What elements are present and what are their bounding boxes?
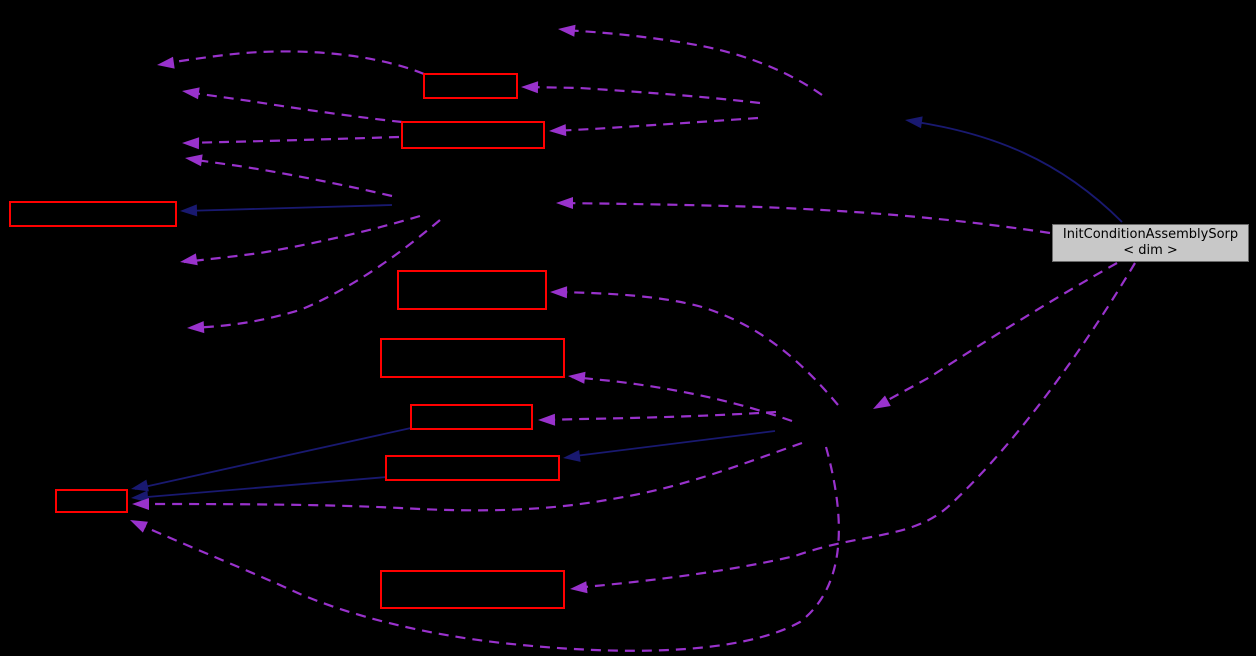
- arrowhead-usage-17: [568, 371, 586, 384]
- edge-inheritance-4: [134, 476, 388, 499]
- node-box-5[interactable]: [380, 338, 565, 378]
- node-box-6[interactable]: [410, 404, 533, 430]
- edge-usage-16: [553, 290, 839, 406]
- arrowhead-usage-18: [538, 413, 556, 426]
- edge-usage-14: [552, 116, 759, 133]
- main-node-label-line2: < dim >: [1123, 243, 1178, 258]
- arrowhead-usage-9: [180, 253, 198, 266]
- arrowhead-inheritance-3: [131, 479, 149, 492]
- edge-usage-9: [183, 214, 421, 264]
- node-init-condition-assembly-sorp: InitConditionAssemblySorp < dim >: [1052, 224, 1249, 262]
- arrowhead-usage-5: [157, 56, 175, 69]
- edge-usage-17: [571, 375, 793, 423]
- edge-usage-20: [573, 262, 1136, 590]
- arrowhead-inheritance-4: [131, 490, 149, 503]
- arrowhead-inheritance-0: [180, 204, 198, 217]
- arrowhead-usage-6: [182, 87, 200, 100]
- arrowhead-usage-7: [182, 137, 200, 150]
- edge-inheritance-1: [909, 120, 1123, 223]
- arrowhead-usage-10: [187, 321, 205, 334]
- edge-usage-21: [133, 446, 840, 652]
- arrowhead-inheritance-1: [905, 116, 923, 129]
- arrowhead-usage-13: [521, 81, 539, 94]
- edge-usage-13: [524, 85, 761, 105]
- node-box-3[interactable]: [9, 201, 177, 227]
- edge-usage-15: [876, 262, 1118, 407]
- edge-usage-11: [559, 201, 1051, 235]
- node-box-9[interactable]: [380, 570, 565, 609]
- edge-usage-18: [541, 410, 777, 422]
- arrowhead-usage-15: [873, 395, 891, 409]
- edge-usage-8: [188, 157, 393, 198]
- edge-usage-6: [185, 90, 403, 124]
- node-box-8[interactable]: [55, 489, 128, 513]
- edge-inheritance-0: [183, 204, 393, 212]
- node-box-2[interactable]: [401, 121, 545, 149]
- arrowhead-usage-19: [132, 498, 149, 510]
- arrowhead-usage-16: [550, 286, 568, 299]
- edge-inheritance-2: [566, 430, 776, 458]
- arrowhead-inheritance-2: [563, 449, 581, 462]
- edge-usage-5: [161, 50, 425, 76]
- arrowhead-usage-11: [556, 197, 573, 209]
- arrowhead-usage-21: [130, 520, 148, 533]
- main-node-label-line1: InitConditionAssemblySorp: [1062, 227, 1239, 242]
- arrowhead-usage-12: [558, 24, 576, 37]
- edge-usage-19: [135, 441, 803, 512]
- arrowhead-usage-14: [549, 124, 567, 137]
- node-box-7[interactable]: [385, 455, 560, 481]
- edge-inheritance-3: [134, 427, 412, 490]
- node-box-1[interactable]: [423, 73, 518, 99]
- edge-usage-7: [185, 135, 400, 145]
- arrowhead-usage-8: [185, 154, 203, 167]
- edge-usage-10: [190, 219, 441, 330]
- node-box-4[interactable]: [397, 270, 547, 310]
- edge-usage-12: [561, 28, 823, 96]
- arrowhead-usage-20: [570, 581, 588, 594]
